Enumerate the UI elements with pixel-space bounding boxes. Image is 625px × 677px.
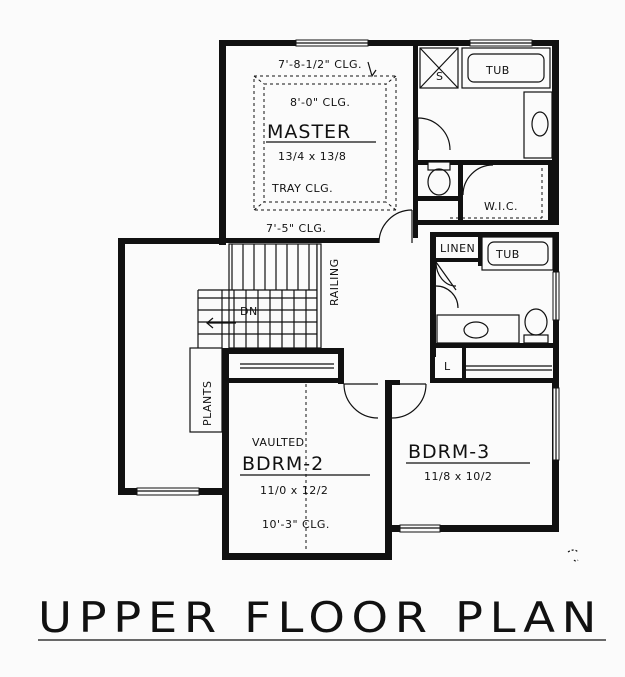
- master-ceiling-inner: 8'-0" CLG.: [290, 96, 350, 109]
- plan-title: UPPER FLOOR PLAN: [38, 593, 603, 642]
- tray-ceiling-lines: [253, 61, 397, 211]
- windows: [136, 39, 560, 533]
- master-tub: [461, 47, 551, 89]
- shower-label: S: [436, 70, 443, 83]
- plants-label: PLANTS: [201, 381, 214, 426]
- railing-label: RAILING: [328, 258, 341, 306]
- hall-tub-label: TUB: [495, 248, 520, 261]
- bdrm2-prefix: VAULTED: [252, 436, 305, 449]
- stair-dn-label: DN: [240, 305, 258, 318]
- bdrm2-ceiling: 10'-3" CLG.: [262, 518, 330, 531]
- bdrm2-size: 11/0 x 12/2: [260, 484, 328, 497]
- bdrm3-name: BDRM-3: [408, 441, 490, 463]
- bdrm3-size: 11/8 x 10/2: [424, 470, 492, 483]
- master-tub-label: TUB: [485, 64, 510, 77]
- stairs: [189, 243, 322, 433]
- master-ceiling-bottom: 7'-5" CLG.: [266, 222, 326, 235]
- closet-l-label: L: [444, 360, 451, 373]
- fixtures: [240, 47, 554, 552]
- labels: 7'-8-1/2" CLG. 8'-0" CLG. MASTER 13/4 x …: [201, 58, 530, 531]
- bdrm2-name: BDRM-2: [242, 453, 324, 475]
- wic-label: W.I.C.: [484, 200, 518, 213]
- master-ceiling-note: TRAY CLG.: [271, 182, 333, 195]
- master-size: 13/4 x 13/8: [278, 150, 346, 163]
- linen-label: LINEN: [440, 242, 475, 255]
- master-name: MASTER: [267, 121, 351, 143]
- corner-mark: [567, 549, 579, 562]
- doors: [343, 117, 494, 419]
- master-ceiling-top: 7'-8-1/2" CLG.: [278, 58, 362, 71]
